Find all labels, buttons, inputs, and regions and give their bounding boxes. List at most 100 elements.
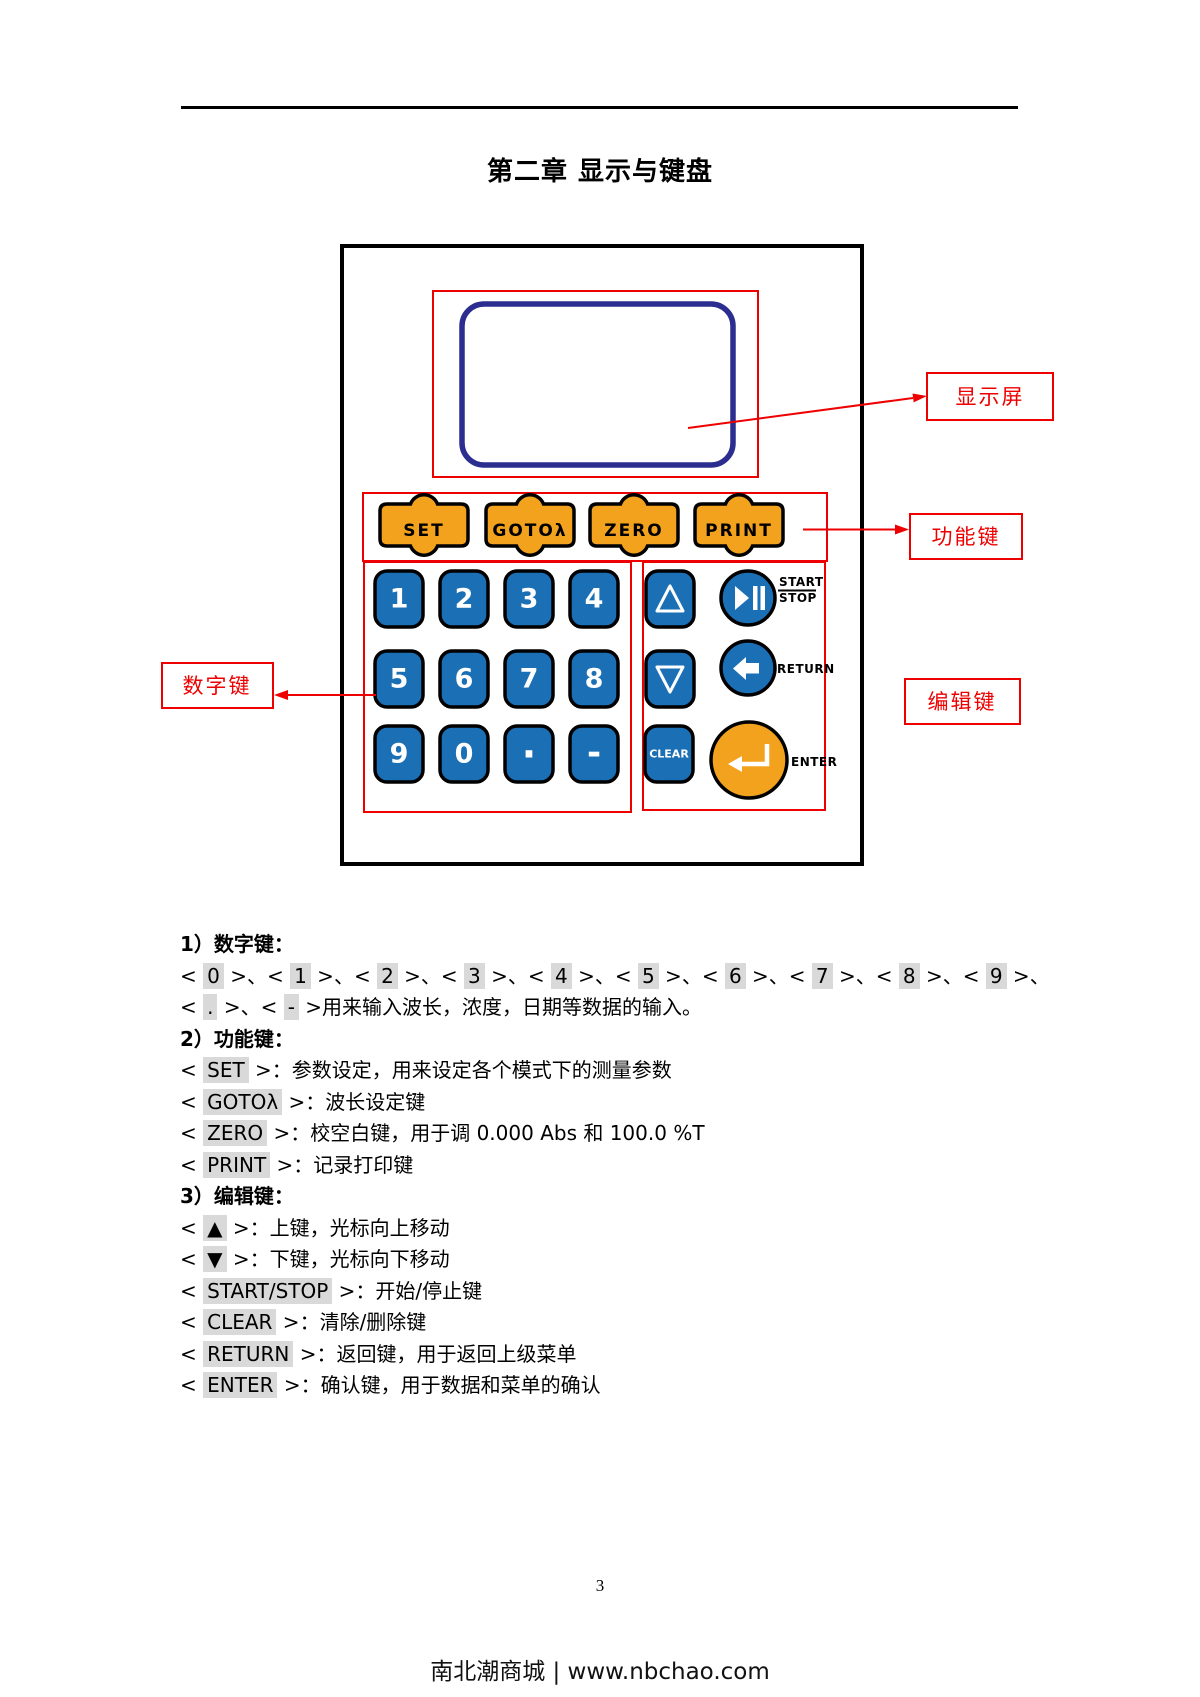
display-section	[432, 290, 759, 478]
description-text: 2）功能键：	[180, 1026, 294, 1051]
description-line: < ▼ >：下键，光标向下移动	[180, 1244, 1060, 1276]
key-dot-shape	[503, 724, 555, 784]
arrow-to-numeric-callout	[274, 690, 376, 700]
left-arrow-icon	[733, 657, 759, 680]
description-line: < SET >：参数设定，用来设定各个模式下的测量参数	[180, 1055, 1060, 1087]
description-text: >：返回键，用于返回上级菜单	[293, 1341, 577, 1366]
key-clear-shape	[643, 724, 695, 784]
key-zero-label: ZERO	[604, 521, 663, 541]
key-start-stop: START STOP	[719, 569, 824, 627]
key-7-shape	[503, 649, 555, 709]
key-0-label: 0	[455, 739, 474, 770]
key-6-label: 6	[455, 664, 474, 695]
key-token: 4	[551, 962, 572, 989]
key-dot-label: ·	[522, 732, 536, 776]
start-label: START	[779, 575, 824, 589]
description-text: >、<	[217, 995, 284, 1019]
key-3-label: 3	[520, 584, 539, 615]
key-token: START/STOP	[203, 1277, 333, 1304]
footer: 南北潮商城 | www.nbchao.com	[430, 1659, 770, 1685]
key-6: 6	[438, 649, 490, 709]
callout-numeric-keys-box	[161, 662, 274, 709]
key-down-shape	[644, 649, 696, 709]
description-line: < ENTER >：确认键，用于数据和菜单的确认	[180, 1370, 1060, 1402]
description-text: <	[180, 1058, 204, 1082]
key-zero-shape	[588, 493, 680, 557]
key-0-shape	[438, 724, 490, 784]
key-token: 1	[290, 962, 311, 989]
description-text: >：记录打印键	[270, 1152, 414, 1177]
description-line: < START/STOP >：开始/停止键	[180, 1276, 1060, 1308]
key-1-shape	[373, 569, 425, 629]
stop-label: STOP	[779, 591, 817, 605]
edit-keys-frame	[642, 561, 826, 811]
description-line: < ▲ >：上键，光标向上移动	[180, 1213, 1060, 1245]
description-text: >：参数设定，用来设定各个模式下的测量参数	[248, 1058, 672, 1082]
description-text: >：清除/删除键	[276, 1310, 427, 1334]
description-text: <	[180, 1089, 204, 1114]
description-text: >：波长设定键	[282, 1089, 426, 1114]
return-label: RETURN	[777, 662, 835, 676]
description-text: >：上键，光标向上移动	[226, 1215, 450, 1240]
description-text: >：开始/停止键	[332, 1278, 483, 1303]
numeric-keys-section: 1 2 3 4 5 6 7	[363, 561, 632, 813]
key-token: -	[283, 994, 299, 1020]
key-0: 0	[438, 724, 490, 784]
key-token: ▼	[203, 1246, 227, 1272]
key-5-label: 5	[390, 664, 409, 695]
description-line: < GOTOλ >：波长设定键	[180, 1087, 1060, 1119]
key-2-label: 2	[455, 584, 474, 615]
key-goto-lambda-shape	[484, 493, 576, 557]
description-text: <	[180, 1215, 204, 1240]
key-9: 9	[373, 724, 425, 784]
key-clear: CLEAR	[643, 724, 695, 784]
arrow-to-display-callout	[687, 393, 927, 429]
description-text: >、<	[658, 963, 725, 988]
description-text: 1）数字键：	[180, 932, 294, 956]
key-minus-shape	[568, 724, 620, 784]
callout-function-keys: 功能键	[909, 513, 1023, 560]
key-8: 8	[568, 649, 620, 709]
description-text: <	[180, 1152, 204, 1177]
key-descriptions: 1）数字键： < 0 >、< 1 >、< 2 >、< 3 >、< 4 >、< 5 …	[180, 929, 1060, 1402]
description-text: <	[180, 1121, 204, 1145]
key-minus-label: -	[587, 733, 601, 773]
key-token: RETURN	[203, 1340, 294, 1367]
description-line: < CLEAR >：清除/删除键	[180, 1307, 1060, 1339]
description-line: < 0 >、< 1 >、< 2 >、< 3 >、< 4 >、< 5 >、< 6 …	[180, 961, 1060, 993]
key-token: GOTOλ	[203, 1088, 283, 1115]
callout-numeric-keys-label: 数字键	[183, 674, 252, 698]
page-title: 第二章 显示与键盘	[486, 157, 714, 187]
description-text: >、<	[571, 963, 638, 988]
key-1-label: 1	[390, 584, 409, 615]
key-token: ENTER	[203, 1372, 278, 1398]
key-token: ZERO	[203, 1120, 268, 1146]
description-text: >、<	[310, 963, 378, 988]
description-text: >、<	[484, 963, 551, 988]
description-text: >、	[1006, 963, 1050, 988]
key-8-label: 8	[585, 664, 604, 695]
callout-display: 显示屏	[926, 372, 1054, 421]
description-line: < PRINT >：记录打印键	[180, 1150, 1060, 1182]
header-rule	[181, 106, 1018, 109]
key-goto-lambda-label: GOTOλ	[492, 521, 567, 541]
up-triangle-icon	[655, 584, 685, 613]
key-down	[644, 649, 696, 709]
key-token: 7	[811, 962, 833, 989]
key-4-shape	[568, 569, 620, 629]
callout-edit-keys: 编辑键	[904, 678, 1021, 725]
section-heading: 2）功能键：	[180, 1024, 1060, 1056]
key-token: CLEAR	[203, 1309, 277, 1335]
description-text: >、<	[745, 963, 812, 988]
description-text: <	[180, 1373, 204, 1397]
display-frame	[432, 290, 759, 478]
description-text: <	[180, 1310, 204, 1334]
key-minus: -	[568, 724, 620, 784]
description-text: <	[180, 1341, 204, 1366]
section-heading: 3）编辑键：	[180, 1181, 1060, 1213]
description-text: >、<	[223, 963, 291, 988]
description-text: <	[180, 1278, 204, 1303]
description-text: <	[180, 1247, 204, 1271]
key-token: .	[203, 994, 218, 1020]
